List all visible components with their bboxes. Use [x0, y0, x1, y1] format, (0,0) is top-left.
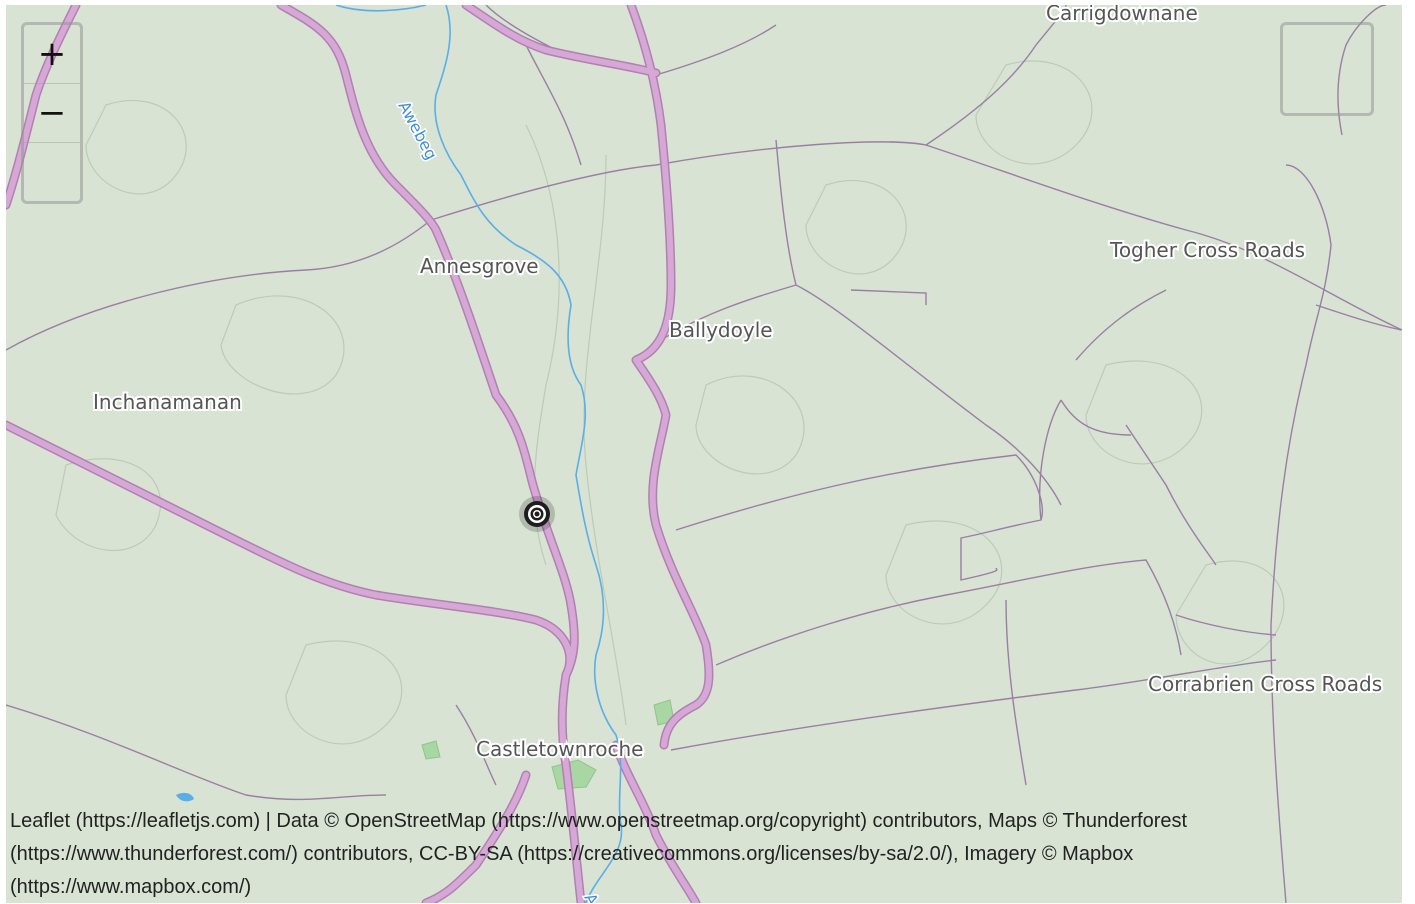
- pond: [176, 792, 194, 802]
- leaflet-link[interactable]: Leaflet (https://leafletjs.com): [10, 810, 261, 832]
- zoom-in-button[interactable]: +: [24, 25, 80, 84]
- map-container[interactable]: Awebeg A Carrigdownane Annesgrove Ballyd…: [6, 5, 1402, 903]
- map-tiles[interactable]: Awebeg A Carrigdownane Annesgrove Ballyd…: [6, 5, 1402, 903]
- attribution-separator: |: [260, 810, 277, 832]
- place-togher-cross-roads: Togher Cross Roads: [1109, 238, 1305, 262]
- location-target-icon[interactable]: [519, 496, 555, 532]
- main-roads: [6, 5, 714, 903]
- place-annesgrove: Annesgrove: [420, 254, 539, 278]
- place-inchanamanan: Inchanamanan: [93, 390, 242, 414]
- place-carrigdownane: Carrigdownane: [1046, 5, 1198, 25]
- river-label: Awebeg: [394, 98, 441, 163]
- minor-roads: [6, 5, 1402, 903]
- map-attribution: Leaflet (https://leafletjs.com) | Data ©…: [10, 805, 1380, 904]
- place-corrabrien-cross-roads: Corrabrien Cross Roads: [1148, 672, 1382, 696]
- zoom-control: + −: [21, 22, 83, 204]
- zoom-out-button[interactable]: −: [24, 84, 80, 143]
- terrain-contours: [55, 60, 1285, 745]
- place-ballydoyle: Ballydoyle: [669, 318, 773, 342]
- attribution-text: Data © OpenStreetMap (https://www.openst…: [10, 810, 1188, 898]
- layers-icon[interactable]: [1280, 22, 1374, 116]
- river-awebeg: [335, 5, 623, 903]
- place-castletownroche: Castletownroche: [476, 737, 643, 761]
